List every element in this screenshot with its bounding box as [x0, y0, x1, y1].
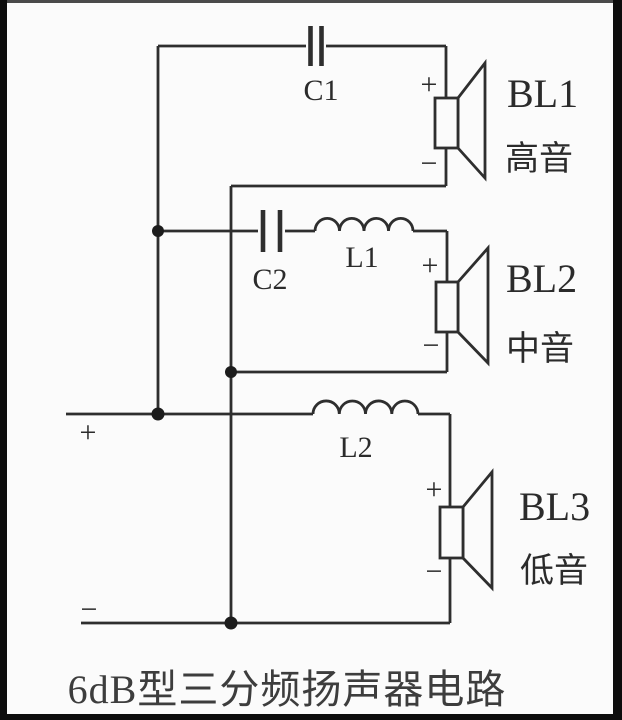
inductor-l2-icon [311, 399, 420, 415]
label-l2: L2 [339, 431, 372, 464]
bl1-minus-label: − [421, 147, 438, 180]
label-l1: L1 [345, 241, 378, 274]
inductor-l1-icon [313, 216, 415, 232]
junction-dot [225, 366, 237, 378]
bl2-id-label: BL2 [506, 256, 577, 301]
bl2-range-label: 中音 [506, 330, 574, 368]
scan-edge-right [613, 0, 622, 720]
scan-edge-top [0, 0, 622, 3]
midrange-branch [158, 210, 449, 374]
bl3-plus-label: + [426, 473, 443, 506]
tweeter-branch [158, 26, 448, 188]
scan-edge-left [0, 0, 7, 720]
bl3-minus-label: − [426, 555, 443, 588]
speaker-icon-bl1 [433, 58, 487, 182]
bl3-id-label: BL3 [519, 484, 590, 529]
scan-edge-bottom [0, 714, 622, 720]
bl2-plus-label: + [422, 249, 439, 282]
bl1-id-label: BL1 [507, 71, 578, 116]
junction-dot [151, 407, 165, 421]
woofer-branch [66, 399, 452, 625]
label-c2: C2 [252, 263, 287, 296]
speaker-icon-bl2 [434, 244, 490, 367]
input-plus-label: + [80, 416, 97, 449]
bl1-plus-label: + [421, 68, 438, 101]
figure-caption: 6dB型三分频扬声器电路 [68, 667, 507, 712]
label-c1: C1 [303, 74, 338, 107]
bl2-minus-label: − [423, 329, 440, 362]
junction-dot [224, 616, 238, 630]
junction-dot [152, 225, 164, 237]
input-minus-label: − [81, 593, 98, 626]
capacitor-c2-icon [260, 210, 283, 252]
bl3-range-label: 低音 [520, 552, 588, 590]
capacitor-c1-icon [308, 26, 324, 66]
speaker-icon-bl3 [438, 468, 494, 592]
bl1-range-label: 高音 [505, 140, 573, 178]
